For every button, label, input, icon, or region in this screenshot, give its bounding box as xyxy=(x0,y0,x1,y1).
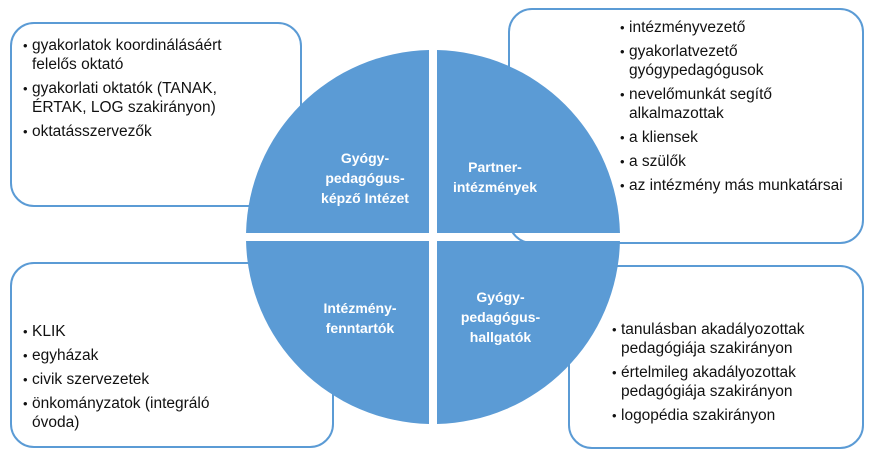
list-item: egyházak xyxy=(23,346,243,365)
quadrant-wedge-top-left xyxy=(246,50,429,233)
list-kepzo-intezet: gyakorlatok koordinálásáért felelős okta… xyxy=(23,36,233,146)
box-hallgatok: tanulásban akadályozottak pedagógiája sz… xyxy=(568,265,864,449)
list-item: gyakorlatok koordinálásáért felelős okta… xyxy=(23,36,233,74)
quadrant-wedge-bottom-right xyxy=(437,241,620,424)
quadrant-wedge-bottom-left xyxy=(246,241,429,424)
list-intezmenyfenntartok: KLIK egyházak civik szervezetek önkomány… xyxy=(23,322,243,437)
list-item: értelmileg akadályozottak pedagógiája sz… xyxy=(612,363,862,401)
list-item: logopédia szakirányon xyxy=(612,406,862,425)
list-item: nevelőmunkát segítő alkalmazottak xyxy=(620,85,850,123)
list-item: önkományzatok (integráló óvoda) xyxy=(23,394,243,432)
quadrant-wedge-top-right xyxy=(437,50,620,233)
quadrant-label-intezmenyfenntartok: Intézmény- fenntartók xyxy=(323,300,397,336)
list-item: tanulásban akadályozottak pedagógiája sz… xyxy=(612,320,862,358)
quadrant-label-kepzo-intezet: Gyógy- pedagógus- képző Intézet xyxy=(321,150,409,206)
list-hallgatok: tanulásban akadályozottak pedagógiája sz… xyxy=(612,320,862,430)
list-item: a kliensek xyxy=(620,128,850,147)
list-item: gyakorlati oktatók (TANAK, ÉRTAK, LOG sz… xyxy=(23,79,233,117)
list-partner-intezmenyek: intézményvezető gyakorlatvezető gyógyped… xyxy=(620,18,850,200)
quadrant-label-partner-intezmenyek: Partner- intézmények xyxy=(452,159,538,195)
list-item: gyakorlatvezető gyógypedagógusok xyxy=(620,42,850,80)
list-item: a szülők xyxy=(620,152,850,171)
list-item: az intézmény más munkatársai xyxy=(620,176,850,195)
quadrant-label-hallgatok: Gyógy- pedagógus- hallgatók xyxy=(460,289,541,345)
list-item: oktatásszervezők xyxy=(23,122,233,141)
list-item: intézményvezető xyxy=(620,18,850,37)
box-kepzo-intezet: gyakorlatok koordinálásáért felelős okta… xyxy=(10,22,302,207)
list-item: KLIK xyxy=(23,322,243,341)
list-item: civik szervezetek xyxy=(23,370,243,389)
